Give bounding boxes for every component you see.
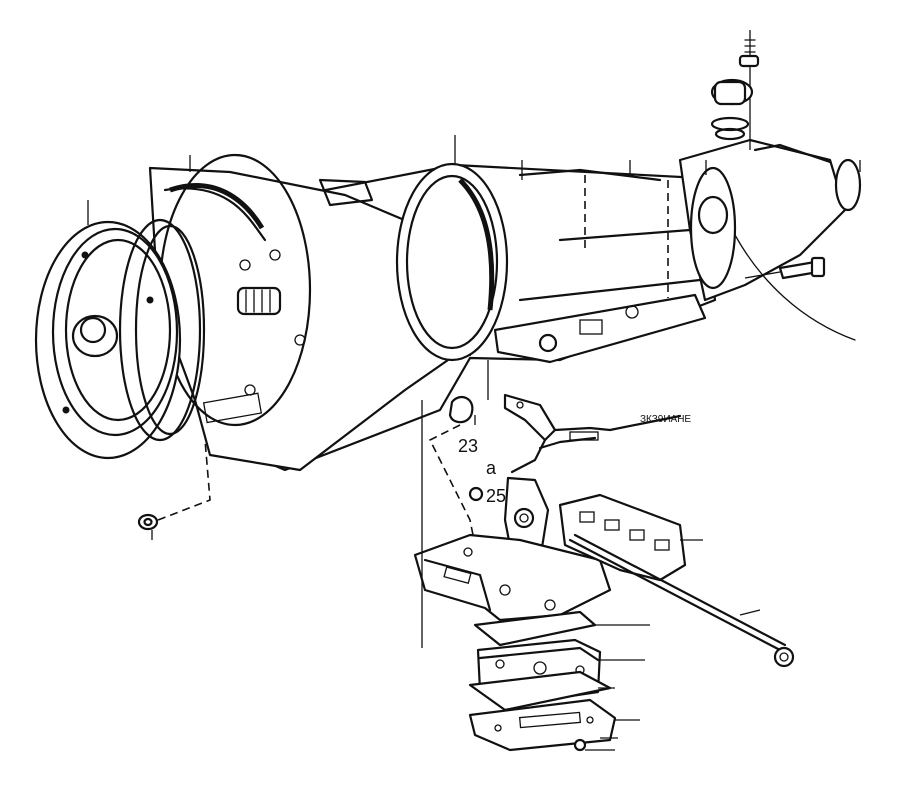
upper-valve-body [558, 493, 787, 652]
input-shaft [236, 286, 282, 316]
converter-housing [148, 153, 450, 472]
callout-25: 25 [486, 486, 506, 506]
callout-leaders [87, 135, 861, 751]
extension-housing [678, 138, 862, 341]
washer [137, 439, 211, 540]
selector-linkage [428, 393, 682, 562]
rear-bolt [744, 256, 826, 280]
valve-body [413, 533, 612, 622]
gasket-plate-stack [468, 610, 617, 752]
speedometer-drive [710, 30, 760, 150]
oil-pan [493, 293, 707, 364]
callout-labels: 23 a 25 ЗКЗ9ИАНЕ [458, 414, 691, 506]
rear-case-ring [395, 162, 509, 362]
callout-25-washer-icon [468, 486, 484, 502]
callout-23: 23 [458, 436, 478, 456]
callout-a: a [486, 458, 497, 478]
manual-valve-nut [773, 646, 795, 668]
torque-converter [34, 218, 206, 460]
cable-marking: ЗКЗ9ИАНЕ [640, 414, 691, 425]
